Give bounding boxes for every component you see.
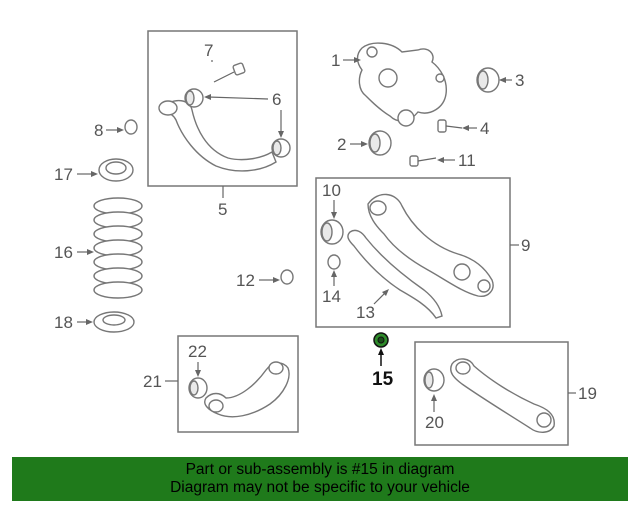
callout-21: 21 (143, 372, 178, 391)
callout-16: 16 (54, 243, 94, 262)
knuckle-part-1[interactable] (356, 42, 447, 127)
callout-18: 18 (54, 313, 93, 332)
callout-17: 17 (54, 165, 98, 184)
spring-seat-part-17[interactable] (98, 158, 134, 182)
bushing-part-10[interactable] (320, 219, 344, 245)
callout-number: 13 (356, 303, 375, 322)
callout-6: 6 (204, 90, 284, 138)
bolt-part-7[interactable] (213, 62, 246, 83)
spring-pad-part-18[interactable] (93, 311, 135, 333)
callout-1: 1 (331, 51, 361, 70)
callout-number: 18 (54, 313, 73, 332)
info-banner: Part or sub-assembly is #15 in diagram D… (12, 457, 628, 501)
callout-number: 20 (425, 413, 444, 432)
callout-11: 11 (437, 151, 476, 170)
bushing-part-20[interactable] (423, 368, 445, 392)
callout-number: 1 (331, 51, 340, 70)
callout-number: 19 (578, 384, 597, 403)
callout-number: 4 (480, 119, 489, 138)
callout-number: 2 (337, 135, 346, 154)
callout-number: 12 (236, 271, 255, 290)
callout-7: 7 (204, 41, 213, 62)
highlighted-part-15[interactable] (373, 332, 389, 348)
callout-number: 16 (54, 243, 73, 262)
bolt-part-11[interactable] (409, 155, 437, 167)
callout-number: 9 (521, 236, 530, 255)
bushing-part-6b[interactable] (271, 138, 291, 158)
bushing-part-6a[interactable] (184, 88, 204, 108)
banner-line-2: Diagram may not be specific to your vehi… (170, 479, 470, 496)
callout-5: 5 (218, 186, 227, 219)
callout-22: 22 (188, 342, 207, 377)
callout-13: 13 (356, 289, 389, 322)
callout-20: 20 (425, 394, 444, 432)
callout-number: 21 (143, 372, 162, 391)
callout-3: 3 (499, 71, 524, 90)
callout-12: 12 (236, 271, 280, 290)
trailing-arm-part-21[interactable] (204, 361, 290, 418)
callout-14: 14 (322, 270, 341, 306)
lateral-link-part-19[interactable] (450, 358, 555, 433)
banner-line-1: Part or sub-assembly is #15 in diagram (185, 461, 455, 478)
callout-number: 10 (322, 181, 341, 200)
bushing-part-2[interactable] (368, 130, 392, 156)
lower-arm-part-9[interactable] (367, 193, 494, 297)
callout-number: 6 (272, 90, 281, 109)
bushing-part-8[interactable] (124, 119, 138, 135)
callout-2: 2 (337, 135, 368, 154)
callout-number: 11 (458, 151, 476, 170)
callout-number: 17 (54, 165, 73, 184)
bushing-part-22[interactable] (188, 377, 208, 399)
callout-number: 7 (204, 41, 213, 60)
callout-15: 15 (372, 348, 394, 390)
parts-diagram: 1 2 3 4 11 (54, 30, 597, 446)
callout-number: 3 (515, 71, 524, 90)
callout-number: 22 (188, 342, 207, 361)
callout-number: 5 (218, 200, 227, 219)
bushing-part-3[interactable] (476, 67, 500, 93)
callout-number-highlighted: 15 (372, 369, 394, 390)
callout-19: 19 (568, 384, 597, 403)
coil-spring-part-16[interactable] (93, 197, 143, 299)
group-box-21 (177, 335, 299, 433)
callout-10: 10 (322, 181, 341, 219)
callout-number: 8 (94, 121, 103, 140)
bushing-part-12[interactable] (280, 269, 294, 285)
bolt-part-4[interactable] (437, 119, 463, 133)
control-arm-part-13[interactable] (347, 229, 443, 319)
callout-8: 8 (94, 121, 124, 140)
callout-9: 9 (510, 236, 530, 255)
upper-arm-part-5[interactable] (158, 100, 277, 172)
callout-4: 4 (462, 119, 489, 138)
bushing-part-14[interactable] (327, 254, 341, 270)
group-box-9 (315, 177, 511, 328)
callout-number: 14 (322, 287, 341, 306)
